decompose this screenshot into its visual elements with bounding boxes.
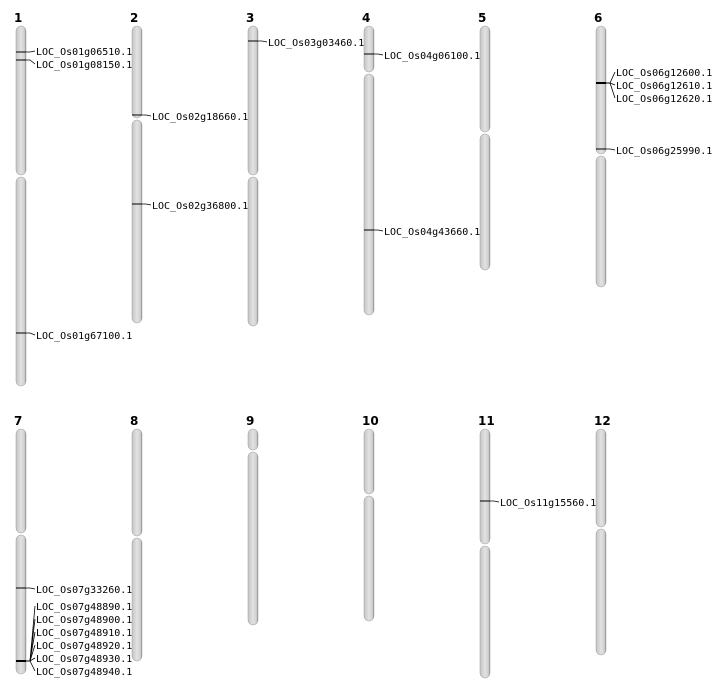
chromosome-10: 10 <box>362 414 379 622</box>
chromosome-6: 6LOC_Os06g12600.1LOC_Os06g12610.1LOC_Os0… <box>594 11 712 288</box>
gene-label: LOC_Os07g48890.1 <box>36 602 132 613</box>
chromosome-5: 5 <box>478 11 491 271</box>
chromosome-arm-lower <box>131 119 143 324</box>
gene-label: LOC_Os06g12620.1 <box>616 94 712 105</box>
chromosome-label: 9 <box>246 414 254 428</box>
chromosome-arm-upper <box>479 25 491 133</box>
chromosome-label: 6 <box>594 11 602 25</box>
gene-marker: LOC_Os03g03460.1 <box>248 38 364 49</box>
chromosome-label: 3 <box>246 11 254 25</box>
chromosome-arm-lower <box>363 73 375 316</box>
gene-label: LOC_Os11g15560.1 <box>500 498 596 509</box>
chromosome-arm-upper <box>363 428 375 495</box>
gene-marker: LOC_Os07g48940.1 <box>16 660 132 678</box>
gene-label: LOC_Os07g48920.1 <box>36 641 132 652</box>
gene-label: LOC_Os06g12610.1 <box>616 81 712 92</box>
gene-label: LOC_Os07g48930.1 <box>36 654 132 665</box>
gene-marker: LOC_Os01g67100.1 <box>16 331 132 342</box>
chromosome-label: 8 <box>130 414 138 428</box>
gene-label: LOC_Os01g06510.1 <box>36 47 132 58</box>
chromosome-arm-lower <box>363 495 375 622</box>
chromosome-label: 1 <box>14 11 22 25</box>
chromosome-label: 2 <box>130 11 138 25</box>
chromosome-arm-upper <box>131 428 143 537</box>
chromosome-arm-lower <box>247 176 259 327</box>
chromosome-arm-upper <box>595 25 607 155</box>
gene-label: LOC_Os01g67100.1 <box>36 331 132 342</box>
chromosome-label: 4 <box>362 11 370 25</box>
chromosome-arm-lower <box>595 528 607 656</box>
gene-marker: LOC_Os06g12610.1 <box>596 81 712 92</box>
gene-label: LOC_Os06g12600.1 <box>616 68 712 79</box>
chromosome-arm-lower <box>595 155 607 288</box>
gene-label: LOC_Os02g18660.1 <box>152 112 248 123</box>
chromosome-arm-lower <box>15 176 27 387</box>
chromosome-arm-lower <box>131 537 143 662</box>
gene-marker: LOC_Os07g48930.1 <box>16 654 132 665</box>
gene-label: LOC_Os04g06100.1 <box>384 51 480 62</box>
gene-marker: LOC_Os04g43660.1 <box>364 227 480 238</box>
chromosome-arm-upper <box>363 25 375 73</box>
chromosome-arm-upper <box>595 428 607 528</box>
gene-label: LOC_Os01g08150.1 <box>36 60 132 71</box>
chromosome-label: 7 <box>14 414 22 428</box>
gene-marker: LOC_Os11g15560.1 <box>480 498 596 509</box>
chromosome-label: 11 <box>478 414 495 428</box>
gene-marker: LOC_Os01g08150.1 <box>16 59 132 71</box>
gene-label: LOC_Os03g03460.1 <box>268 38 364 49</box>
gene-marker: LOC_Os04g06100.1 <box>364 51 480 62</box>
chromosome-arm-upper <box>15 428 27 534</box>
chromosome-7: 7LOC_Os07g33260.1LOC_Os07g48890.1LOC_Os0… <box>14 414 132 678</box>
gene-label: LOC_Os07g48940.1 <box>36 667 132 678</box>
gene-marker: LOC_Os06g12620.1 <box>596 82 712 105</box>
chromosome-arm-lower <box>15 534 27 675</box>
gene-label: LOC_Os07g48910.1 <box>36 628 132 639</box>
chromosome-9: 9 <box>246 414 259 626</box>
chromosome-arm-upper <box>247 428 259 451</box>
chromosome-12: 12 <box>594 414 611 656</box>
gene-marker: LOC_Os02g18660.1 <box>132 112 248 123</box>
gene-marker: LOC_Os01g06510.1 <box>16 47 132 58</box>
chromosome-arm-lower <box>247 451 259 626</box>
chromosome-label: 10 <box>362 414 379 428</box>
gene-label: LOC_Os02g36800.1 <box>152 201 248 212</box>
chromosome-arm-lower <box>479 133 491 271</box>
chromosome-arm-upper <box>131 25 143 119</box>
chromosome-arm-upper <box>479 428 491 545</box>
chromosome-arm-lower <box>479 545 491 679</box>
gene-label: LOC_Os04g43660.1 <box>384 227 480 238</box>
gene-label: LOC_Os07g48900.1 <box>36 615 132 626</box>
gene-label: LOC_Os07g33260.1 <box>36 585 132 596</box>
chromosome-arm-upper <box>15 25 27 176</box>
chromosome-label: 5 <box>478 11 486 25</box>
gene-marker: LOC_Os06g25990.1 <box>596 146 712 157</box>
gene-label: LOC_Os06g25990.1 <box>616 146 712 157</box>
chromosome-8: 8 <box>130 414 143 662</box>
chromosome-label: 12 <box>594 414 611 428</box>
gene-marker: LOC_Os02g36800.1 <box>132 201 248 212</box>
chromosome-arm-upper <box>247 25 259 176</box>
chromosome-1: 1LOC_Os01g06510.1LOC_Os01g08150.1LOC_Os0… <box>14 11 132 387</box>
gene-marker: LOC_Os07g33260.1 <box>16 585 132 596</box>
